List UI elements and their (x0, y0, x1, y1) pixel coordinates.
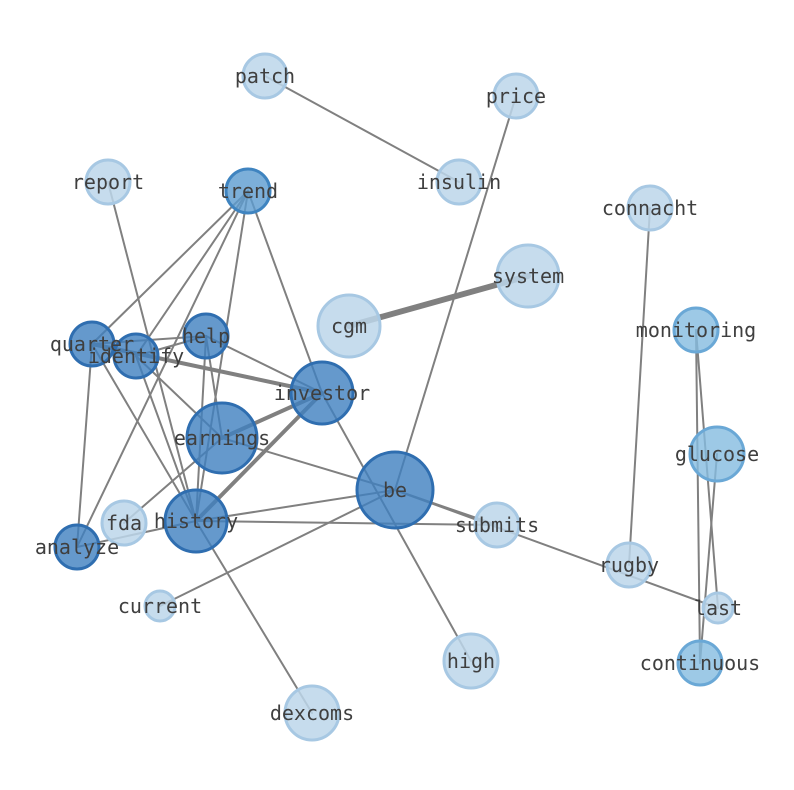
node-analyze[interactable] (53, 523, 101, 571)
edge-trend-investor (247, 190, 323, 394)
edge-history-submits (195, 520, 498, 526)
node-label-fda: fda (106, 511, 142, 535)
edge-monitoring-continuous (695, 329, 701, 664)
node-report[interactable] (84, 158, 132, 206)
nodes-layer (53, 52, 746, 742)
node-label-history: history (154, 509, 238, 533)
node-help[interactable] (182, 312, 230, 360)
node-last[interactable] (701, 591, 735, 625)
node-price[interactable] (492, 72, 540, 120)
node-high[interactable] (442, 632, 500, 690)
node-identify[interactable] (112, 332, 160, 380)
node-label-quarter: quarter (50, 332, 134, 356)
node-submits[interactable] (473, 501, 521, 549)
node-be[interactable] (355, 450, 435, 530)
node-label-last: last (694, 596, 742, 620)
node-label-rugby: rugby (599, 553, 659, 577)
node-label-system: system (492, 264, 564, 288)
edge-connacht-rugby (628, 207, 651, 566)
node-current[interactable] (143, 589, 177, 623)
edge-trend-identify (135, 190, 249, 357)
node-quarter[interactable] (68, 320, 116, 368)
node-label-analyze: analyze (35, 535, 119, 559)
node-history[interactable] (163, 488, 229, 554)
node-system[interactable] (495, 243, 561, 309)
node-label-report: report (72, 170, 144, 194)
node-fda[interactable] (100, 499, 148, 547)
node-label-dexcoms: dexcoms (270, 701, 354, 725)
node-label-continuous: continuous (640, 651, 760, 675)
node-label-high: high (447, 649, 495, 673)
edge-patch-insulin (264, 75, 460, 183)
edge-trend-analyze (76, 190, 249, 548)
node-label-help: help (182, 324, 230, 348)
node-label-current: current (118, 594, 202, 618)
node-label-monitoring: monitoring (636, 318, 756, 342)
edge-quarter-history (91, 343, 197, 522)
node-label-submits: submits (455, 513, 539, 537)
labels-layer: patch price report insulin trend connacht syst… (35, 64, 760, 725)
edge-trend-quarter (91, 190, 249, 345)
edge-glucose-continuous (699, 453, 718, 664)
edge-price-be (394, 95, 517, 491)
node-label-price: price (486, 84, 546, 108)
node-label-patch: patch (235, 64, 295, 88)
edge-quarter-analyze (76, 343, 93, 548)
node-connacht[interactable] (626, 184, 674, 232)
node-dexcoms[interactable] (283, 684, 341, 742)
node-label-investor: investor (274, 381, 370, 405)
node-cgm[interactable] (316, 293, 382, 359)
node-label-identify: identify (88, 344, 184, 368)
node-patch[interactable] (241, 52, 289, 100)
node-label-insulin: insulin (417, 170, 501, 194)
edge-be-current (159, 489, 396, 607)
node-continuous[interactable] (676, 639, 724, 687)
node-label-earnings: earnings (174, 426, 270, 450)
node-earnings[interactable] (185, 401, 259, 475)
node-glucose[interactable] (688, 425, 746, 483)
node-label-glucose: glucose (675, 442, 759, 466)
node-monitoring[interactable] (672, 306, 720, 354)
node-investor[interactable] (289, 360, 355, 426)
edge-be-last (394, 489, 719, 609)
node-rugby[interactable] (605, 541, 653, 589)
node-trend[interactable] (224, 167, 272, 215)
node-label-cgm: cgm (331, 314, 367, 338)
node-label-be: be (383, 478, 407, 502)
edge-history-dexcoms (195, 520, 313, 714)
node-label-trend: trend (218, 179, 278, 203)
node-label-connacht: connacht (602, 196, 698, 220)
node-insulin[interactable] (435, 158, 483, 206)
